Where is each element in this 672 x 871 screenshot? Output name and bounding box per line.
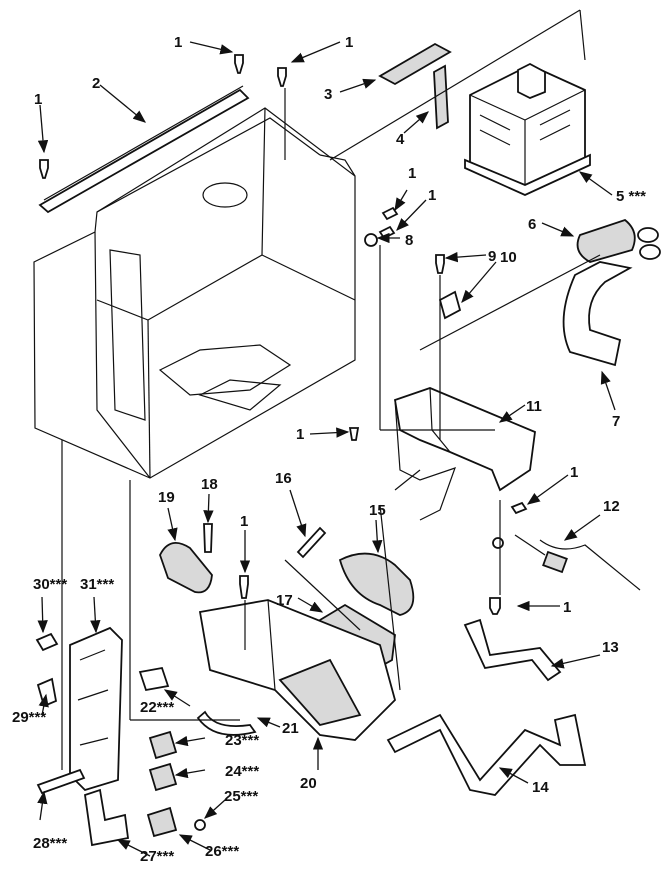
part-19-lamp <box>159 541 213 594</box>
callout-16: 16 <box>275 470 292 487</box>
part-2-rail <box>38 85 250 214</box>
callout-18: 18 <box>201 476 218 493</box>
callout-14: 14 <box>532 779 549 796</box>
callout-7: 7 <box>612 413 620 430</box>
callout-11: 11 <box>526 398 542 415</box>
part-21-clamp <box>196 710 257 736</box>
part-14-hose <box>386 713 587 796</box>
callout-13: 13 <box>602 639 619 656</box>
part-15-fan-blade <box>338 552 415 616</box>
callout-1: 1 <box>34 91 42 108</box>
callout-1: 1 <box>345 34 353 51</box>
callout-30: 30*** <box>33 576 67 593</box>
callout-1: 1 <box>408 165 416 182</box>
callout-4: 4 <box>396 131 405 148</box>
part-20-fan-housing <box>198 599 397 741</box>
callout-17: 17 <box>276 592 293 609</box>
callout-1: 1 <box>296 426 304 443</box>
part-18-screw <box>203 523 213 553</box>
callout-26: 26*** <box>205 843 239 860</box>
callout-19: 19 <box>158 489 175 506</box>
part-3-block <box>378 42 452 86</box>
callout-22: 22*** <box>140 699 174 716</box>
callout-15: 15 <box>369 502 386 519</box>
callout-23: 23*** <box>225 732 259 749</box>
callout-25: 25*** <box>224 788 258 805</box>
part-4-block <box>433 64 449 130</box>
part-5-magnetron <box>464 62 591 196</box>
part-7-bracket <box>562 261 633 367</box>
part-6-capacitor <box>576 218 661 263</box>
callout-31: 31*** <box>80 576 114 593</box>
callout-12: 12 <box>603 498 620 515</box>
part-11-base <box>393 387 536 521</box>
callout-20: 20 <box>300 775 317 792</box>
callout-21: 21 <box>282 720 299 737</box>
callout-arrows <box>37 41 616 857</box>
callout-1: 1 <box>570 464 578 481</box>
part-10-clip <box>438 290 462 320</box>
part-16-screw <box>296 526 327 559</box>
part-12-thermal-cutout <box>514 534 641 591</box>
oven-cavity <box>33 107 356 479</box>
callout-8: 8 <box>405 232 413 249</box>
part-13-hose <box>463 618 562 682</box>
callout-24: 24*** <box>225 763 259 780</box>
callout-28: 28*** <box>33 835 67 852</box>
callout-3: 3 <box>324 86 332 103</box>
callout-29: 29*** <box>12 709 46 726</box>
callout-6: 6 <box>528 216 536 233</box>
interlock-assembly <box>35 626 206 847</box>
callout-5: 5 *** <box>616 188 646 205</box>
callout-27: 27*** <box>140 848 174 865</box>
callout-10: 10 <box>500 249 517 266</box>
callout-1: 1 <box>240 513 248 530</box>
callout-9: 9 <box>488 248 496 265</box>
callout-1: 1 <box>563 599 571 616</box>
callout-1: 1 <box>428 187 436 204</box>
callout-1: 1 <box>174 34 182 51</box>
leader-lines <box>61 9 601 770</box>
callout-labels: 1 1 1 1 1 1 1 1 1 2 3 4 5 *** 6 7 8 9 10… <box>12 34 646 865</box>
callout-2: 2 <box>92 75 100 92</box>
